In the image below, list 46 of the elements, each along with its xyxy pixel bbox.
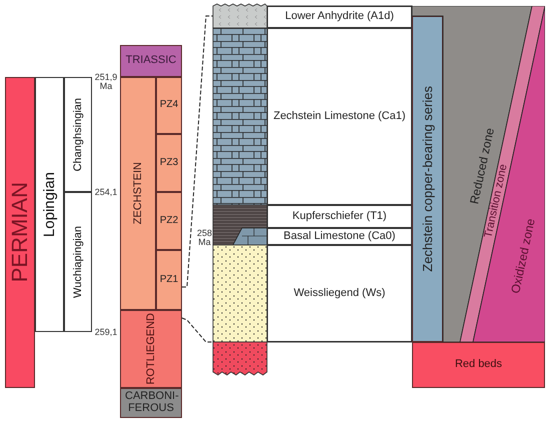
unit-label: Basal Limestone (Ca0) bbox=[284, 230, 396, 242]
unit-label: PERMIAN bbox=[7, 182, 33, 283]
unit-label: ZECHSTEIN bbox=[132, 162, 144, 225]
period-box bbox=[120, 45, 182, 77]
correlation-line bbox=[182, 16, 214, 288]
age-label: 254,1 bbox=[94, 188, 118, 197]
rock-unit-box bbox=[412, 342, 545, 388]
layer-name-row bbox=[267, 228, 412, 245]
age-label: 251,9 Ma bbox=[94, 73, 118, 91]
cycle-box bbox=[156, 192, 182, 250]
layer-name-row bbox=[267, 245, 412, 342]
unit-label: Zechstein copper-bearing series bbox=[420, 86, 435, 272]
unit-label: Lopingian bbox=[41, 172, 58, 238]
series-box bbox=[120, 77, 156, 310]
series-bar bbox=[412, 16, 443, 342]
unit-label: Weissliegend (Ws) bbox=[294, 288, 386, 300]
period-bar bbox=[5, 77, 35, 388]
unit-label: PZ2 bbox=[160, 216, 178, 226]
unit-label: Kupferschiefer (T1) bbox=[292, 210, 387, 222]
layer-name-row bbox=[267, 6, 412, 28]
unit-label: Oxidized zone bbox=[508, 217, 538, 295]
stage-box bbox=[64, 192, 92, 332]
unit-label: TRIASSIC bbox=[126, 55, 176, 67]
unit-label: ROTLIEGEND bbox=[145, 313, 157, 385]
epoch-box bbox=[35, 77, 64, 332]
layer-name-row bbox=[267, 205, 412, 228]
age-label: 259,1 bbox=[94, 328, 118, 337]
cycle-box bbox=[156, 250, 182, 310]
age-label: 258 Ma bbox=[197, 229, 212, 247]
series-box bbox=[120, 310, 182, 388]
cycle-box bbox=[156, 134, 182, 192]
period-box bbox=[120, 388, 182, 418]
cycle-box bbox=[156, 77, 182, 134]
correlation-line bbox=[182, 318, 214, 342]
unit-label: Red beds bbox=[454, 359, 502, 371]
layer-name-row bbox=[267, 28, 412, 205]
unit-label: PZ3 bbox=[160, 158, 178, 168]
unit-label: Lower Anhydrite (A1d) bbox=[285, 11, 394, 23]
unit-label: PZ4 bbox=[160, 100, 178, 111]
unit-label: PZ1 bbox=[160, 274, 178, 286]
unit-label: CARBONI- FEROUS bbox=[125, 391, 177, 415]
unit-label: Changhsingian bbox=[72, 98, 84, 172]
unit-label: Zechstein Limestone (Ca1) bbox=[273, 110, 406, 122]
stage-box bbox=[64, 77, 92, 192]
unit-label: Wuchiapingian bbox=[72, 226, 84, 298]
lithology-column-drawing bbox=[212, 4, 268, 376]
